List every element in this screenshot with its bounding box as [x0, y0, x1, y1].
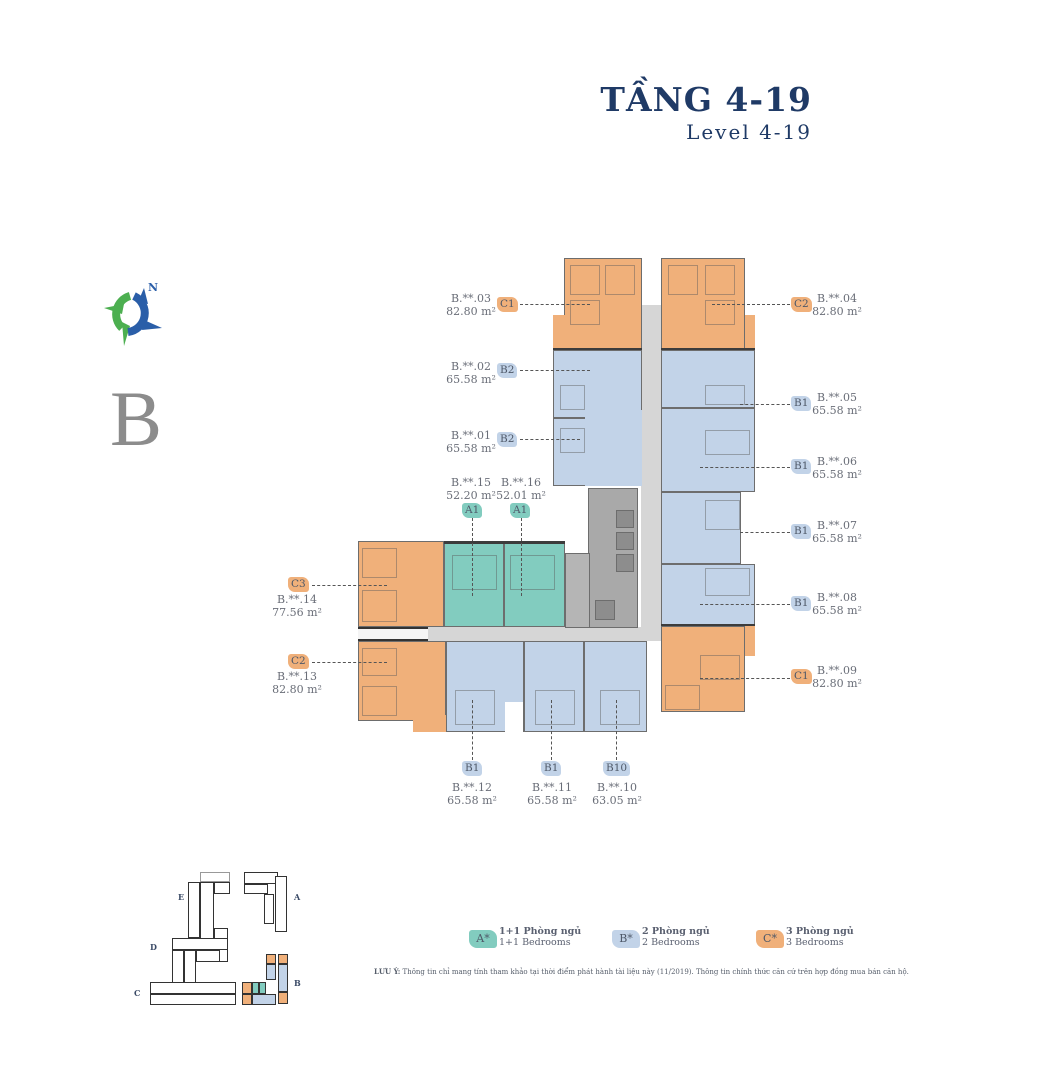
unit-type-tag-B03: C1 [497, 297, 518, 312]
key-map-label-d: D [150, 942, 157, 952]
unit-type-tag-B08: B1 [791, 596, 812, 611]
compass-north-label: N [148, 281, 159, 294]
corridor-vertical [641, 305, 661, 640]
unit-B09-balcony [745, 626, 755, 656]
note-text: Thông tin chỉ mang tính tham khảo tại th… [402, 968, 909, 976]
unit-B14[interactable] [358, 541, 444, 627]
key-map-label-c: C [134, 988, 141, 998]
unit-type-tag-B14: C3 [288, 577, 309, 592]
unit-B10[interactable] [584, 641, 647, 732]
unit-B16[interactable] [504, 541, 565, 627]
unit-B15[interactable] [444, 541, 504, 627]
unit-type-tag-B05: B1 [791, 396, 812, 411]
unit-B03-balcony [553, 315, 565, 350]
unit-type-tag-B02: B2 [497, 363, 518, 378]
legend-type-a: A* 1+1 Phòng ngủ 1+1 Bedrooms [469, 926, 589, 950]
unit-type-tag-B11: B1 [541, 761, 562, 776]
legend-swatch-b: B* [612, 930, 640, 948]
notch [505, 702, 523, 733]
unit-type-tag-B06: B1 [791, 459, 812, 474]
legend-type-c: C* 3 Phòng ngủ 3 Bedrooms [756, 926, 876, 950]
unit-B11[interactable] [524, 641, 584, 732]
legend-type-b: B* 2 Phòng ngủ 2 Bedrooms [612, 926, 732, 950]
disclaimer-note: LƯU Ý: Thông tin chỉ mang tính tham khảo… [374, 967, 909, 976]
unit-type-tag-B01: B2 [497, 432, 518, 447]
unit-B08[interactable] [661, 564, 755, 626]
unit-type-tag-B09: C1 [791, 669, 812, 684]
unit-type-tag-B10: B10 [603, 761, 631, 776]
lift-1 [616, 510, 634, 528]
unit-type-tag-B07: B1 [791, 524, 812, 539]
lift-3 [616, 554, 634, 572]
core-stair [565, 553, 590, 628]
key-map-label-a: A [294, 892, 301, 902]
floor-plan [358, 258, 755, 733]
unit-type-tag-B16: A1 [510, 503, 531, 518]
unit-B13[interactable] [358, 641, 446, 721]
void-opening [358, 627, 428, 641]
unit-type-tag-B13: C2 [288, 654, 309, 669]
wall-top-a [444, 541, 565, 544]
unit-B06[interactable] [661, 408, 755, 492]
key-map-label-b: B [294, 978, 301, 988]
unit-B07[interactable] [661, 492, 741, 564]
note-label: LƯU Ý: [374, 967, 401, 976]
legend-swatch-c: C* [756, 930, 784, 948]
unit-B09[interactable] [661, 626, 745, 712]
unit-B02[interactable] [553, 350, 642, 418]
page-subtitle: Level 4-19 [686, 120, 812, 144]
unit-B01-ext [585, 410, 642, 486]
site-key-map: E A D B C [134, 870, 308, 1010]
lift-4 [595, 600, 615, 620]
unit-B04-balcony [745, 315, 755, 350]
unit-type-tag-B15: A1 [462, 503, 483, 518]
legend-swatch-a: A* [469, 930, 497, 948]
unit-type-tag-B12: B1 [462, 761, 483, 776]
block-letter: B [110, 375, 163, 462]
unit-B05[interactable] [661, 350, 755, 408]
compass-north-icon: N [100, 281, 166, 348]
unit-B13-balcony [413, 715, 446, 732]
key-map-label-e: E [178, 892, 185, 902]
lift-2 [616, 532, 634, 550]
page-title: TẦNG 4-19 [600, 80, 812, 119]
corridor-horizontal [428, 627, 661, 641]
unit-type-tag-B04: C2 [791, 297, 812, 312]
